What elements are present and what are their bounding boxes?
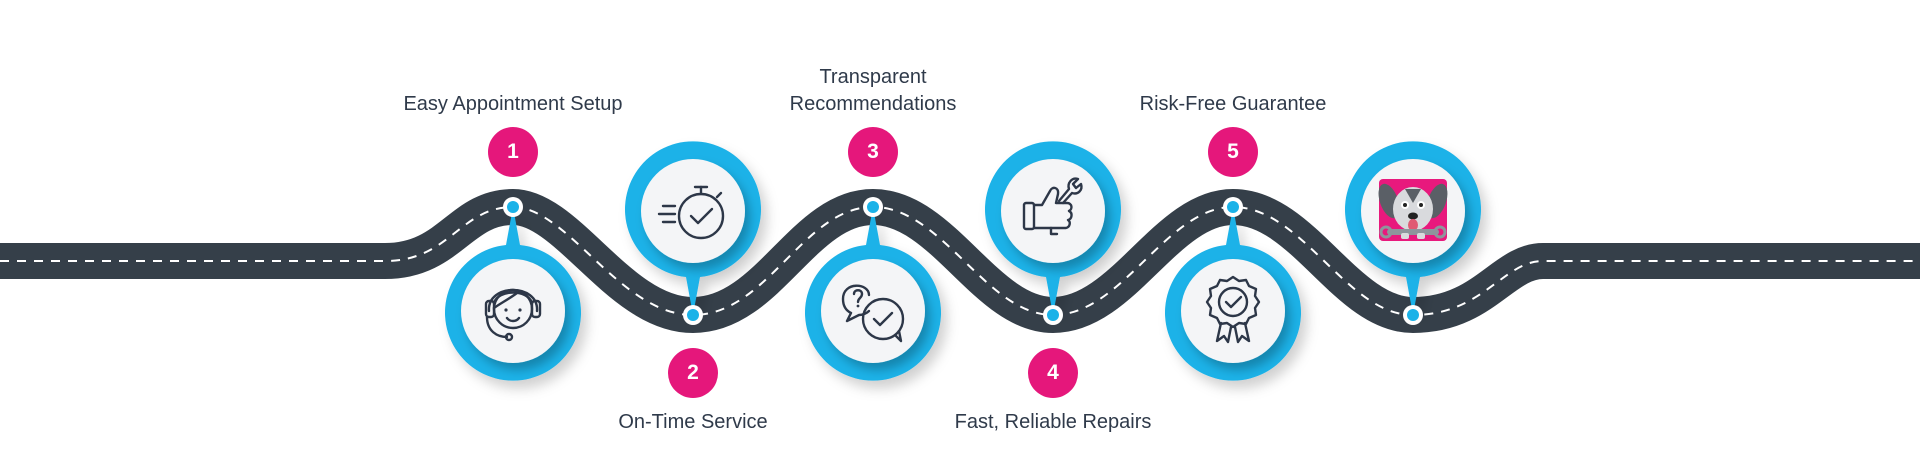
step-2-label: On-Time Service <box>553 409 833 436</box>
step-2-number: 2 <box>687 361 699 384</box>
headset-support-icon <box>484 288 542 342</box>
step-1-label: Easy Appointment Setup <box>373 91 653 118</box>
step-3-label-line-1: Transparent <box>819 66 927 88</box>
step-1-marker <box>444 197 581 381</box>
step-4-label: Fast, Reliable Repairs <box>913 409 1193 436</box>
stopwatch-check-icon <box>657 185 725 240</box>
step-3-icon-disc <box>821 259 925 363</box>
step-2-number-badge: 2 <box>668 348 718 398</box>
step-4-icon-disc <box>1001 159 1105 263</box>
step-5-label-line: Risk-Free Guarantee <box>1139 93 1327 115</box>
step-5-label: Risk-Free Guarantee <box>1093 91 1373 118</box>
road-asphalt <box>0 188 1920 334</box>
step-2-marker <box>625 141 762 325</box>
step-3-number: 3 <box>867 140 879 163</box>
step-1-icon-disc <box>461 259 565 363</box>
step-1-number: 1 <box>507 140 519 163</box>
step-5-number: 5 <box>1227 140 1239 163</box>
step-4-number-badge: 4 <box>1028 348 1078 398</box>
award-badge-check-icon <box>1205 275 1261 344</box>
step-1-label-line: Easy Appointment Setup <box>403 93 623 115</box>
step-2-label-line: On-Time Service <box>618 411 768 433</box>
thumbs-up-wrench-icon <box>1022 177 1083 236</box>
step-3-label-line-2: Recommendations <box>789 93 957 115</box>
step-4-marker <box>985 141 1121 325</box>
step-3-label: Transparent Recommendations <box>733 64 1013 118</box>
step-3-marker <box>805 197 942 381</box>
step-4-number: 4 <box>1047 361 1059 384</box>
step-5-icon-disc <box>1181 259 1285 363</box>
step-2-icon-disc <box>641 159 745 263</box>
chat-question-check-icon <box>841 284 905 343</box>
step-5-marker <box>1165 197 1301 381</box>
final-mascot-marker <box>1345 141 1481 325</box>
step-3-number-badge: 3 <box>848 127 898 177</box>
step-5-number-badge: 5 <box>1208 127 1258 177</box>
step-1-number-badge: 1 <box>488 127 538 177</box>
step-4-label-line: Fast, Reliable Repairs <box>954 411 1152 433</box>
dog-mascot-logo <box>1378 179 1448 241</box>
